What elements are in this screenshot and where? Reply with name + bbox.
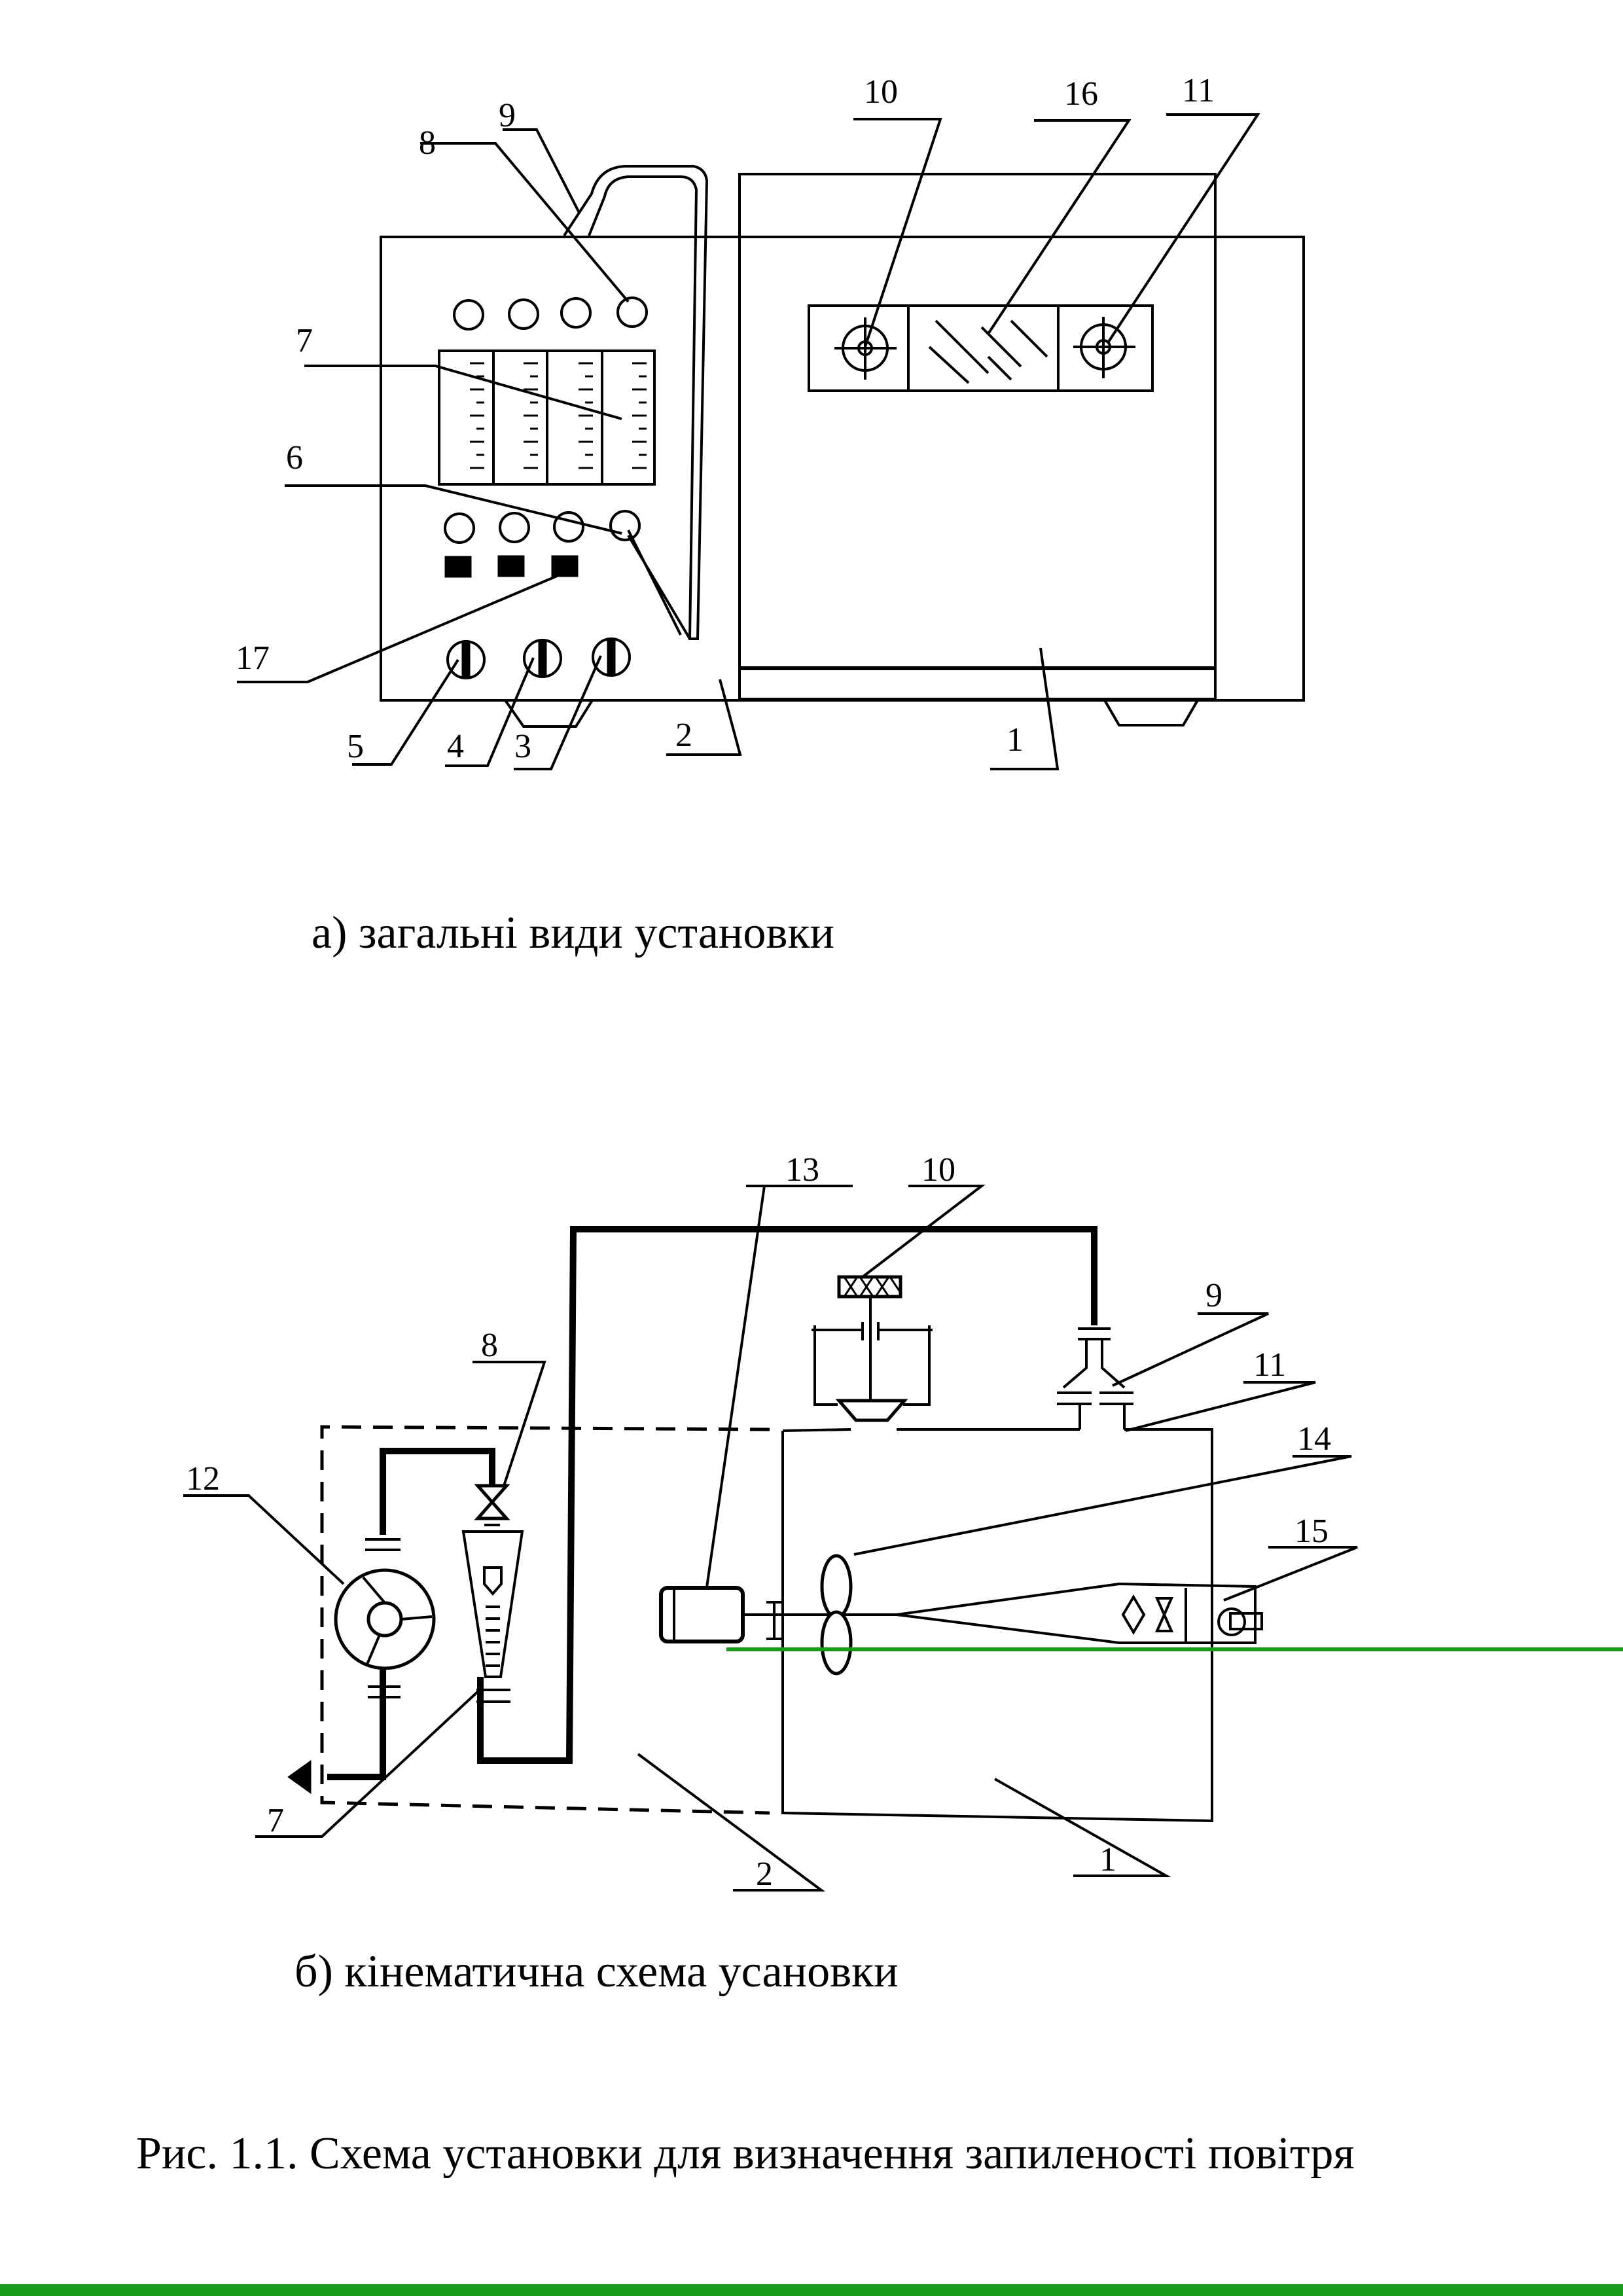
- leaders-a: [237, 113, 1260, 770]
- foot-left: [504, 699, 594, 728]
- label-a-5: 5: [347, 728, 364, 765]
- chamber-1: [738, 173, 1217, 670]
- label-b-1: 1: [1099, 1841, 1116, 1878]
- pump-12: [334, 1538, 436, 1698]
- figure-a-general-view: 9 8 7 6 17 5 4 3 2 1 10 16 11 а) загальн…: [236, 72, 1305, 958]
- label-a-1: 1: [1007, 721, 1024, 759]
- label-a-4: 4: [447, 728, 464, 765]
- label-b-12: 12: [186, 1460, 220, 1498]
- label-a-2: 2: [675, 717, 692, 754]
- indicators-17: [444, 555, 579, 578]
- label-a-3: 3: [514, 728, 531, 765]
- label-b-13: 13: [785, 1151, 819, 1189]
- main-caption: Рис. 1.1. Схема установки для визначення…: [136, 2128, 1355, 2179]
- hose-9: [563, 165, 709, 640]
- caption-a: а) загальні види установки: [312, 908, 834, 958]
- pipe-main: [477, 1226, 1097, 1764]
- enclosure-2: [320, 1425, 770, 1815]
- caption-b: б) кінематична схема усановки: [294, 1946, 899, 1997]
- switches-3-4-5: [446, 637, 631, 679]
- rotameter-7: [461, 1530, 524, 1703]
- fan-14: [820, 1554, 853, 1676]
- chamber-1-base: [738, 666, 1217, 700]
- label-b-2: 2: [756, 1856, 773, 1893]
- label-b-14: 14: [1297, 1420, 1331, 1458]
- label-a-8: 8: [419, 124, 436, 162]
- bottom-green-bar: [0, 2284, 1623, 2296]
- motor-13: [659, 1586, 897, 1643]
- foot-right: [1103, 699, 1199, 726]
- crosshair-10: [834, 317, 897, 380]
- window-frame: [808, 304, 1154, 392]
- knobs-row-6: [444, 510, 641, 544]
- figure-b-kinematic-scheme: 13 10 9 11 14 15 8 12 7 2 1 б) кінематич…: [183, 1151, 1623, 1997]
- label-a-6: 6: [286, 439, 303, 476]
- pipe-exhaust: [327, 1664, 386, 1780]
- sampler-15: [896, 1582, 1263, 1644]
- label-b-15: 15: [1294, 1513, 1329, 1550]
- leaders-b: [183, 1185, 1358, 1892]
- ejector-9: [1057, 1327, 1133, 1429]
- label-b-11: 11: [1253, 1346, 1286, 1384]
- label-a-11: 11: [1182, 72, 1215, 109]
- exhaust-arrow: [287, 1760, 312, 1794]
- chamber-1-b: [781, 1428, 1213, 1823]
- label-b-9: 9: [1205, 1277, 1222, 1314]
- label-b-7: 7: [267, 1802, 284, 1839]
- label-a-7: 7: [296, 322, 313, 359]
- feeder-10: [812, 1275, 933, 1422]
- label-b-8: 8: [481, 1327, 498, 1364]
- label-a-16: 16: [1064, 75, 1098, 113]
- valve-8: [474, 1484, 510, 1526]
- label-b-10: 10: [921, 1151, 955, 1189]
- flowmeter-block-7: [438, 350, 656, 486]
- glass-hatch-16: [928, 319, 1048, 384]
- knobs-row-8: [453, 296, 648, 331]
- pipe-pump: [380, 1448, 495, 1535]
- label-a-9: 9: [499, 97, 516, 134]
- label-a-17: 17: [236, 639, 270, 677]
- label-a-10: 10: [864, 73, 898, 111]
- crosshair-11: [1073, 317, 1135, 378]
